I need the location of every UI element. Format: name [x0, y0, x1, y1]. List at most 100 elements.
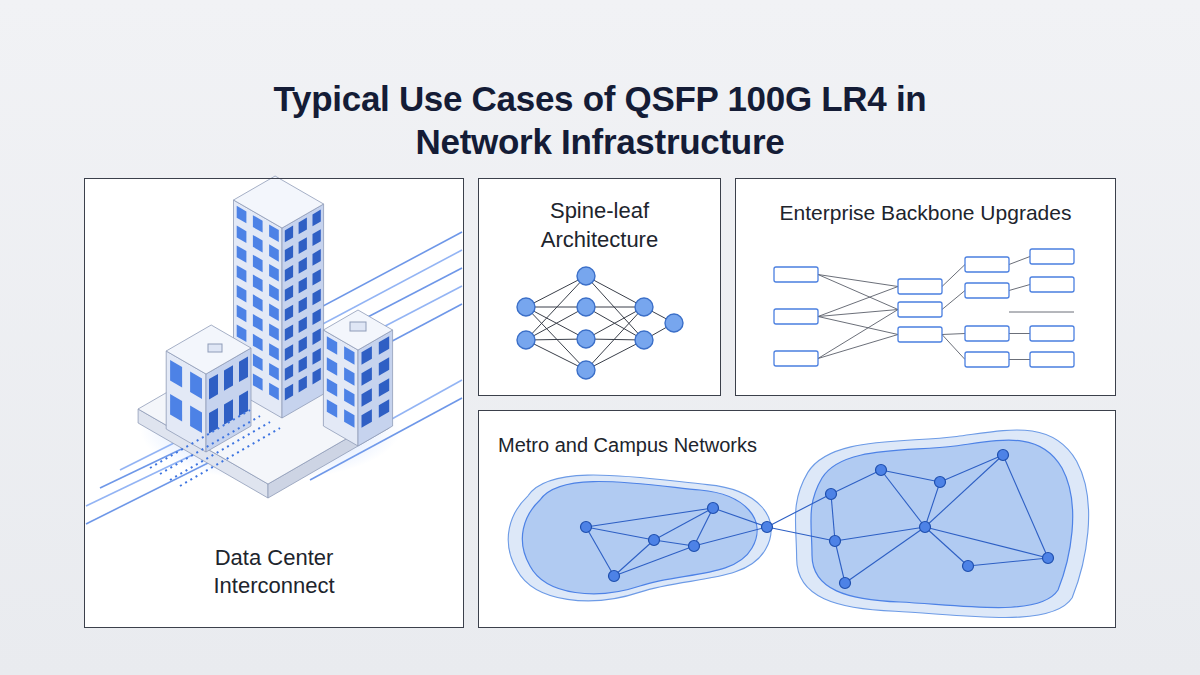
network-dot	[935, 477, 946, 488]
panel-ground	[478, 178, 721, 396]
network-dot	[876, 465, 887, 476]
window	[253, 373, 263, 390]
tree-box	[898, 327, 942, 342]
window	[313, 249, 321, 266]
title-wrap: Typical Use Cases of QSFP 100G LR4 in Ne…	[0, 78, 1200, 163]
window	[285, 245, 293, 262]
region	[522, 481, 757, 593]
data-dots	[170, 422, 270, 480]
window	[299, 356, 307, 373]
graph-link	[586, 307, 644, 339]
network-dot	[998, 450, 1009, 461]
network-link	[694, 508, 713, 546]
window	[313, 348, 321, 365]
tree-link	[942, 291, 965, 310]
window	[237, 305, 247, 323]
window	[190, 372, 202, 399]
window	[362, 346, 372, 365]
window	[239, 391, 248, 417]
network-dot	[762, 522, 773, 533]
graph-dot	[517, 298, 535, 316]
window	[237, 285, 247, 303]
network-link	[586, 527, 614, 576]
window	[362, 367, 372, 386]
tree-box	[1030, 326, 1074, 341]
window	[327, 336, 337, 355]
graph-link	[526, 340, 586, 370]
tree-box	[898, 302, 942, 317]
window	[299, 277, 307, 294]
graph-dot	[635, 298, 653, 316]
window	[253, 215, 263, 232]
graph-dot	[577, 298, 595, 316]
window	[253, 235, 263, 253]
tree-link	[818, 275, 898, 310]
network-dot	[649, 535, 660, 546]
diagram-title: Typical Use Cases of QSFP 100G LR4 in Ne…	[260, 78, 940, 163]
network-link	[586, 527, 654, 540]
use-case-panel: Spine-leaf Architecture	[478, 178, 721, 396]
network-dot	[826, 489, 837, 500]
window	[285, 344, 293, 361]
network-link	[881, 470, 925, 527]
panel-ground	[478, 410, 1116, 628]
network-link	[713, 508, 767, 527]
window	[253, 334, 263, 352]
backbone-tree	[774, 249, 1074, 367]
tree-box	[774, 309, 818, 324]
graph-link	[526, 276, 586, 307]
window	[327, 399, 337, 418]
tree-link	[1009, 257, 1030, 265]
window	[253, 354, 263, 372]
window	[299, 336, 307, 353]
region	[811, 440, 1073, 607]
roof-unit	[208, 344, 222, 352]
window	[344, 367, 354, 386]
tree-link	[1009, 285, 1030, 291]
window	[285, 364, 293, 381]
graph-dot	[665, 314, 683, 332]
window	[299, 237, 307, 254]
window	[224, 365, 233, 391]
window	[237, 245, 247, 262]
window	[170, 394, 182, 421]
graph-link	[586, 276, 644, 307]
panel-label: Enterprise Backbone Upgrades	[780, 199, 1072, 226]
window	[313, 368, 321, 385]
network-link	[925, 527, 968, 566]
network-link	[694, 527, 767, 546]
window	[299, 316, 307, 333]
window	[170, 360, 182, 387]
panel-label: Spine-leaf Architecture	[495, 197, 705, 254]
window	[253, 255, 263, 273]
window	[313, 328, 321, 345]
window	[285, 384, 293, 401]
tree-link	[1009, 359, 1030, 360]
tree-link	[1009, 312, 1074, 313]
tree-link	[818, 275, 898, 287]
network-dot	[920, 522, 931, 533]
network-link	[881, 470, 940, 482]
network-link	[767, 527, 835, 541]
network-dot	[963, 561, 974, 572]
window	[344, 346, 354, 365]
network-dot	[708, 503, 719, 514]
tree-link	[942, 335, 965, 360]
network-link	[767, 494, 831, 527]
data-center-illustration	[86, 176, 462, 524]
network-link	[925, 527, 1048, 558]
window	[269, 343, 279, 360]
tree-box	[898, 279, 942, 294]
window	[269, 284, 279, 302]
use-case-panel: Enterprise Backbone Upgrades	[735, 178, 1116, 396]
roof-unit	[350, 322, 366, 331]
network-link	[614, 540, 654, 576]
spine-leaf-graph	[517, 267, 683, 379]
network-dot	[830, 536, 841, 547]
window	[344, 409, 354, 428]
network-link	[925, 455, 1003, 527]
window	[239, 357, 248, 383]
region-outline	[508, 475, 771, 601]
window	[269, 304, 279, 322]
window	[313, 308, 321, 325]
